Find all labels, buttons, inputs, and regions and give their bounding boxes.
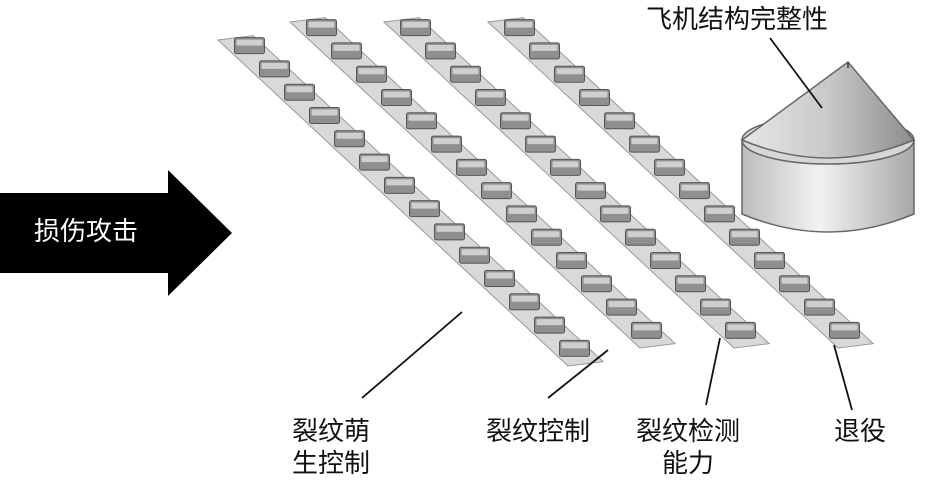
crack-detection-label-line1: 裂纹检测 — [636, 417, 741, 447]
strip-2-block — [606, 298, 637, 316]
strip-4-block — [554, 65, 585, 83]
strip-1-block — [534, 316, 565, 334]
strip-4-block — [604, 112, 635, 130]
leader-crack-detection — [705, 337, 721, 406]
strip-3-block — [425, 42, 456, 60]
strip-4-block — [704, 205, 735, 223]
strip-3-block — [550, 158, 581, 176]
retirement-label: 退役 — [834, 417, 887, 447]
leader-retirement — [833, 344, 853, 411]
strip-3-block — [725, 321, 756, 339]
strip-3-block — [650, 252, 681, 269]
strip-4-block — [779, 275, 810, 293]
integrity-cone — [740, 60, 916, 233]
strip-2-block — [356, 65, 387, 83]
strip-1-block — [459, 246, 490, 264]
strip-3-block — [600, 205, 631, 223]
strip-2-block — [506, 205, 537, 223]
strip-2-block — [306, 19, 337, 37]
strip-1-block — [309, 107, 340, 124]
strip-1-block — [359, 153, 390, 171]
strip-3-block — [500, 112, 531, 130]
strip-4-block — [754, 252, 785, 269]
strip-3-block — [575, 182, 606, 200]
strip-4-block — [729, 228, 760, 246]
strip-4-block — [654, 158, 685, 176]
strip-2-block — [556, 252, 587, 269]
strip-3-block — [400, 19, 431, 37]
strip-4-block — [679, 182, 710, 200]
strip-1-block — [259, 60, 290, 78]
strip-1-block — [234, 37, 265, 55]
strip-1-block — [384, 176, 415, 194]
strip-1-block — [334, 130, 365, 148]
strip-4-block — [504, 19, 535, 37]
strip-2-block — [631, 321, 662, 339]
strip-2-block — [581, 275, 612, 293]
strip-1-block — [559, 339, 590, 357]
strip-3-block — [450, 65, 481, 83]
leader-goal — [769, 37, 823, 109]
crack-control-label: 裂纹控制 — [486, 417, 591, 447]
strip-3-block — [525, 135, 556, 153]
strip-1-block — [409, 200, 440, 218]
strip-2-block — [331, 42, 362, 60]
strip-4-block — [829, 321, 860, 339]
strip-4-block — [804, 298, 835, 316]
strip-3-block — [625, 228, 656, 246]
strip-2-block — [381, 89, 412, 106]
strip-4-block — [579, 89, 610, 106]
crack-detection-label-line2: 能力 — [662, 449, 715, 479]
crack-initiation-label-line2: 生控制 — [292, 449, 371, 479]
strip-1-block — [484, 270, 515, 287]
damage-attack-arrow — [0, 170, 232, 296]
strip-2-block — [531, 228, 562, 246]
damage-attack-label: 损伤攻击 — [34, 217, 139, 247]
strip-1-block — [434, 223, 465, 241]
goal-label: 飞机结构完整性 — [646, 5, 829, 35]
leader-crack-control — [547, 349, 609, 399]
strip-3-block — [700, 298, 731, 316]
strip-2-block — [406, 112, 437, 130]
strip-4-block — [629, 135, 660, 153]
strip-2-block — [456, 158, 487, 176]
strip-3-block — [475, 89, 506, 106]
strip-1-block — [284, 83, 315, 101]
strip-2-block — [431, 135, 462, 153]
strip-4-block — [529, 42, 560, 60]
crack-initiation-label-line1: 裂纹萌 — [292, 417, 371, 447]
leader-crack-initiation — [361, 311, 463, 399]
strip-1-block — [509, 293, 540, 311]
strip-3-block — [675, 275, 706, 293]
strip-2-block — [481, 182, 512, 200]
strips-group — [216, 17, 875, 367]
